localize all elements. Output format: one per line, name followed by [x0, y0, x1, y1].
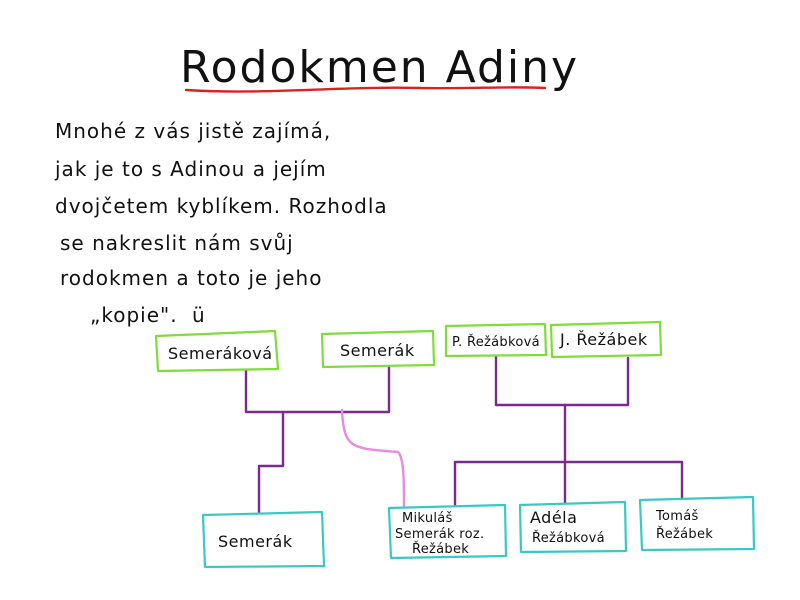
paragraph-line-4: se nakreslit nám svůj: [60, 231, 294, 255]
node-child-mikulas[interactable]: Mikuláš Semerák roz. Řežábek: [387, 503, 508, 560]
node-box: [444, 322, 548, 358]
node-box: [201, 510, 326, 569]
node-child-tomas[interactable]: Tomáš Řežábek: [638, 495, 756, 552]
node-box: [549, 320, 663, 359]
node-box: [518, 500, 628, 554]
title-underline: [184, 86, 547, 93]
child-semerak-connector: [257, 410, 285, 515]
paragraph-line-2: jak je to s Adinou a jejím: [54, 157, 327, 181]
node-j-rezabek[interactable]: J. Řežábek: [549, 320, 663, 359]
parents-connector-left: [244, 365, 391, 414]
paragraph-line-3: dvojčetem kyblíkem. Rozhodla: [55, 194, 388, 218]
node-label-line-2: Řežábková: [532, 530, 605, 546]
node-box: [320, 329, 436, 369]
child-tomas-connector: [563, 460, 684, 502]
node-label-line-1: Tomáš: [655, 509, 699, 524]
node-label: Semeráková: [168, 344, 273, 363]
parents-connector-right: [494, 353, 630, 407]
children-connector-right: [453, 403, 567, 507]
node-label-line-1: Mikuláš: [402, 511, 453, 526]
node-label: P. Řežábková: [452, 334, 540, 350]
node-label-line-3: Řežábek: [412, 541, 469, 557]
node-child-semerak[interactable]: Semerák: [201, 510, 326, 569]
node-label-line-1: Adéla: [530, 508, 577, 527]
node-label-line-2: Řežábek: [656, 526, 713, 542]
paragraph-line-6: „kopie".: [90, 303, 178, 327]
node-label: Semerák: [218, 532, 293, 551]
tree-connectors: [244, 353, 684, 515]
node-box: [638, 495, 756, 552]
page-title: Rodokmen Adiny: [180, 42, 579, 93]
parent-nodes: Semeráková Semerák P. Řežábková J. Řežáb…: [154, 320, 663, 373]
node-label: J. Řežábek: [559, 330, 648, 349]
node-label: Semerák: [340, 341, 415, 360]
paragraph-line-5: rodokmen a toto je jeho: [60, 266, 322, 290]
node-child-adela[interactable]: Adéla Řežábková: [518, 500, 628, 554]
node-label-line-2: Semerák roz.: [395, 527, 484, 542]
node-semerakova[interactable]: Semeráková: [154, 329, 280, 373]
node-p-rezabkova[interactable]: P. Řežábková: [444, 322, 548, 358]
node-semerak[interactable]: Semerák: [320, 329, 436, 369]
node-box: [154, 329, 280, 373]
intro-paragraph: Mnohé z vás jistě zajímá, jak je to s Ad…: [54, 119, 388, 327]
adoption-connector: [340, 408, 406, 512]
paragraph-line-1: Mnohé z vás jistě zajímá,: [55, 119, 331, 143]
node-box: [387, 503, 508, 560]
child-nodes: Semerák Mikuláš Semerák roz. Řežábek Adé…: [201, 495, 756, 569]
smiley-icon: ü: [192, 303, 206, 327]
